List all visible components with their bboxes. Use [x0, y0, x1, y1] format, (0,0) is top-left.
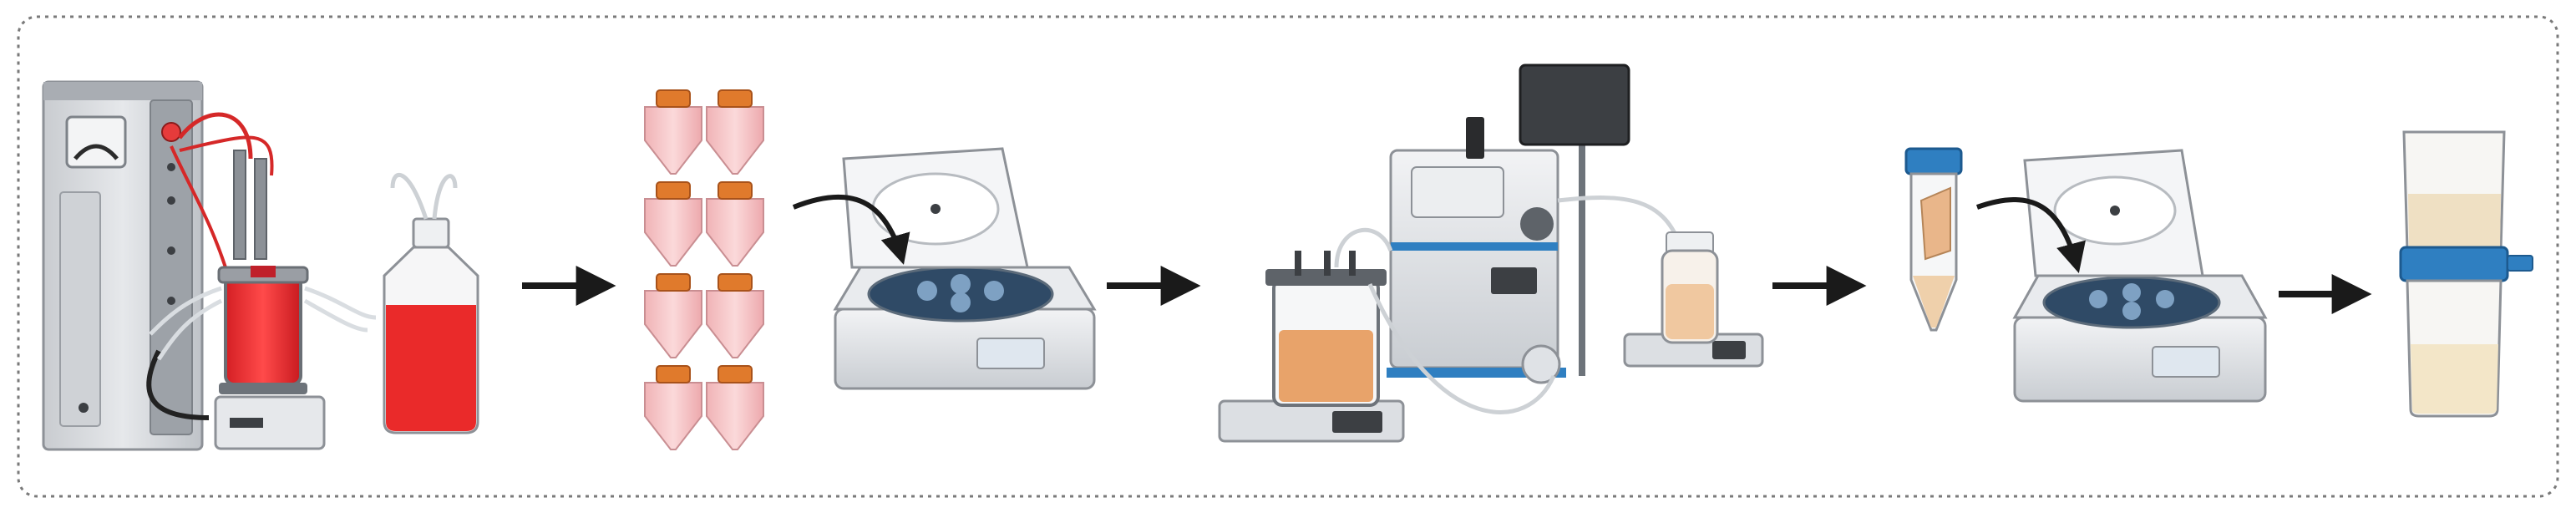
conical-tubes-icon — [644, 89, 764, 450]
conical-tube — [706, 365, 764, 450]
bioreactor-icon — [42, 80, 479, 451]
conical-tube — [644, 181, 702, 267]
vacuum-filter-unit-icon — [2399, 130, 2533, 418]
conical-tube — [644, 89, 702, 175]
media-bottle-icon — [383, 172, 479, 434]
centrifuge-icon — [1976, 149, 2268, 403]
conical-tube — [644, 365, 702, 450]
conical-tube — [644, 273, 702, 358]
conical-tube — [706, 273, 764, 358]
conical-tube — [706, 89, 764, 175]
centrifuge-icon — [792, 147, 1097, 390]
dashed-border — [17, 15, 2559, 498]
conical-tube-icon — [1904, 147, 1963, 332]
conical-tube — [706, 181, 764, 267]
tangential-flow-filtration-icon — [1218, 63, 1764, 443]
